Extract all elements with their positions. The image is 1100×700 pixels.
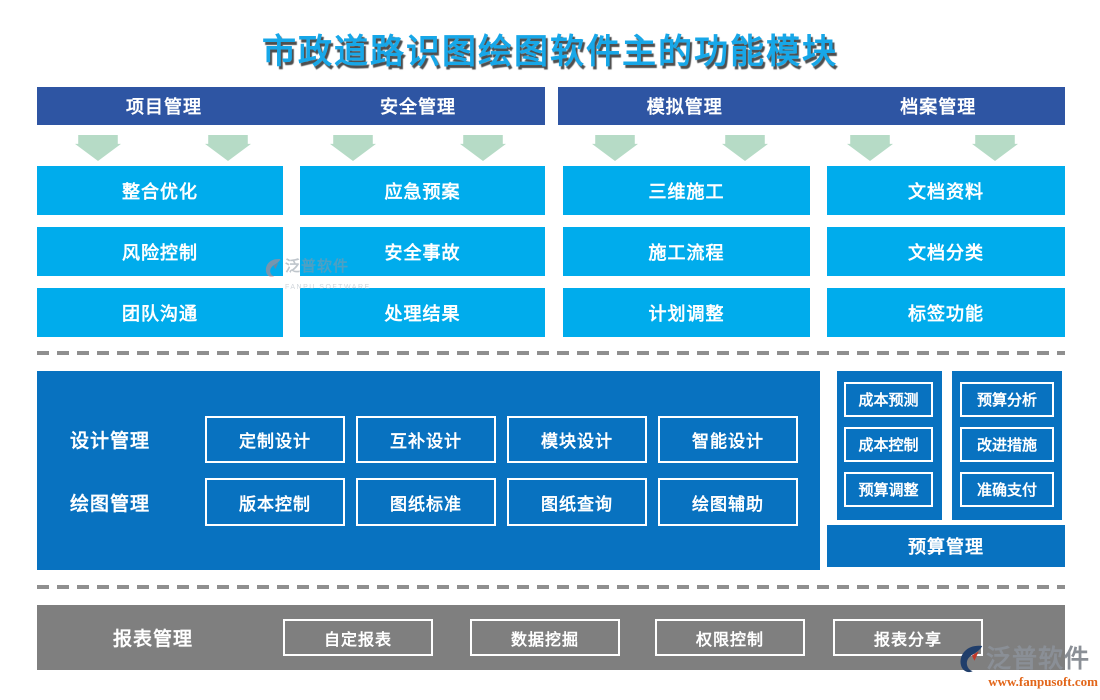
report-button: 报表分享 bbox=[833, 619, 983, 656]
header-simulation-management: 模拟管理 bbox=[646, 97, 723, 117]
feature-box: 文档分类 bbox=[827, 227, 1065, 276]
header-safety-management: 安全管理 bbox=[380, 97, 456, 117]
feature-box: 整合优化 bbox=[37, 166, 283, 215]
vendor-brand: 泛普软件 bbox=[986, 645, 1091, 673]
cost-button: 预算调整 bbox=[844, 472, 933, 507]
feature-box: 处理结果 bbox=[300, 288, 545, 337]
feature-box: 施工流程 bbox=[563, 227, 810, 276]
cost-button: 成本控制 bbox=[844, 427, 933, 462]
down-arrow-icon bbox=[972, 135, 1018, 161]
report-button: 自定报表 bbox=[283, 619, 433, 656]
report-management-bar: 报表管理 自定报表 数据挖掘 权限控制 报表分享 bbox=[37, 605, 1065, 670]
fanpu-logo-icon bbox=[960, 645, 983, 673]
report-button: 数据挖掘 bbox=[470, 619, 620, 656]
design-button: 互补设计 bbox=[356, 416, 496, 463]
dashed-divider-bottom bbox=[37, 585, 1065, 589]
budget-analysis-panel: 预算分析 改进措施 准确支付 bbox=[952, 371, 1062, 520]
design-button: 定制设计 bbox=[205, 416, 345, 463]
down-arrow-icon bbox=[75, 135, 121, 161]
feature-box: 文档资料 bbox=[827, 166, 1065, 215]
down-arrow-icon bbox=[722, 135, 768, 161]
down-arrow-icon bbox=[847, 135, 893, 161]
dashed-divider-top bbox=[37, 351, 1065, 355]
report-management-label: 报表管理 bbox=[113, 629, 194, 650]
feature-box: 安全事故 bbox=[300, 227, 545, 276]
page-title: 市政道路识图绘图软件主的功能模块 bbox=[262, 33, 838, 71]
drawing-button: 图纸查询 bbox=[507, 478, 647, 526]
drawing-button: 图纸标准 bbox=[356, 478, 496, 526]
down-arrow-icon bbox=[205, 135, 251, 161]
down-arrow-icon bbox=[460, 135, 506, 161]
drawing-button: 版本控制 bbox=[205, 478, 345, 526]
drawing-management-label: 绘图管理 bbox=[70, 493, 151, 515]
report-button: 权限控制 bbox=[655, 619, 805, 656]
header-archive-management: 档案管理 bbox=[900, 97, 977, 117]
feature-box: 三维施工 bbox=[563, 166, 810, 215]
budget-button: 预算分析 bbox=[960, 382, 1054, 417]
down-arrow-icon bbox=[592, 135, 638, 161]
header-bar-left: 项目管理 安全管理 bbox=[37, 87, 545, 125]
design-button: 模块设计 bbox=[507, 416, 647, 463]
feature-box: 标签功能 bbox=[827, 288, 1065, 337]
design-management-label: 设计管理 bbox=[70, 431, 151, 452]
budget-button: 改进措施 bbox=[960, 427, 1054, 462]
cost-button: 成本预测 bbox=[844, 382, 933, 417]
drawing-button: 绘图辅助 bbox=[658, 478, 798, 526]
feature-box: 风险控制 bbox=[37, 227, 283, 276]
vendor-logo: 泛普软件 www.fanpusoft.com bbox=[958, 644, 1098, 690]
down-arrow-icon bbox=[330, 135, 376, 161]
cost-panel: 成本预测 成本控制 预算调整 bbox=[837, 371, 942, 520]
header-project-management: 项目管理 bbox=[126, 97, 202, 117]
design-button: 智能设计 bbox=[658, 416, 798, 463]
vendor-url: www.fanpusoft.com bbox=[988, 674, 1098, 689]
design-drawing-panel: 设计管理 绘图管理 定制设计 互补设计 模块设计 智能设计 版本控制 图纸标准 … bbox=[37, 371, 820, 570]
budget-management-bar: 预算管理 bbox=[827, 525, 1065, 567]
budget-button: 准确支付 bbox=[960, 472, 1054, 507]
feature-box: 团队沟通 bbox=[37, 288, 283, 337]
feature-box: 应急预案 bbox=[300, 166, 545, 215]
feature-box: 计划调整 bbox=[563, 288, 810, 337]
header-bar-right: 模拟管理 档案管理 bbox=[558, 87, 1065, 125]
